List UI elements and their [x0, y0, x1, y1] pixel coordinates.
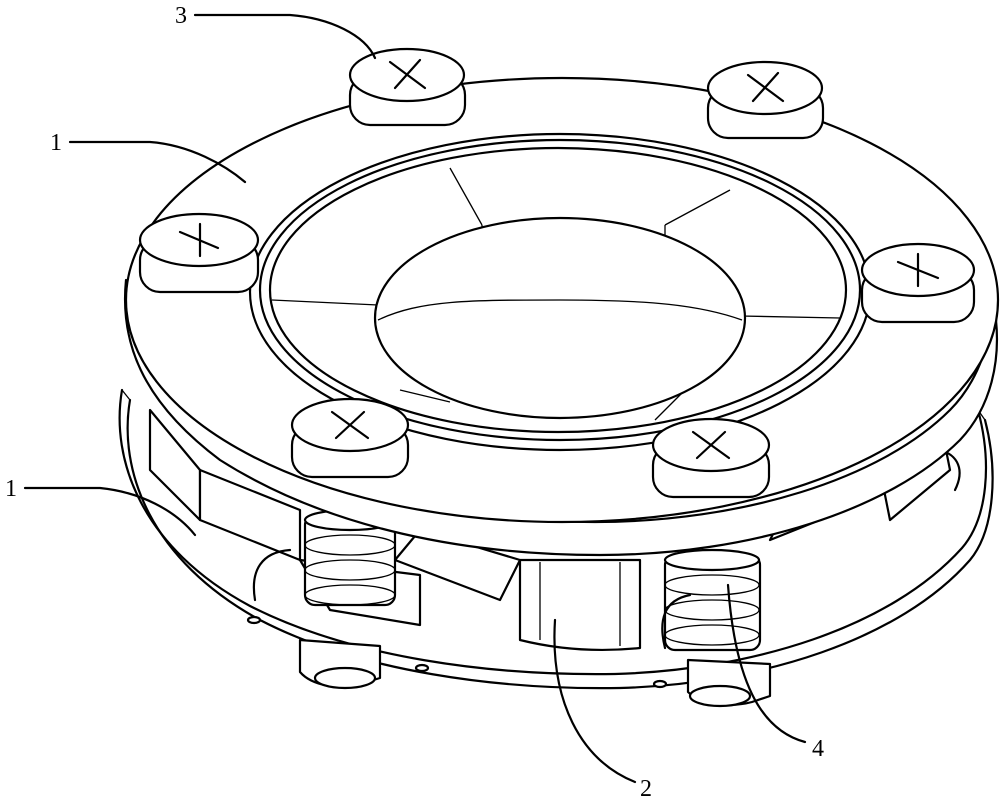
callout-1-lower-text: 1 — [5, 476, 17, 502]
small-studs — [246, 615, 668, 689]
screw-head-bottom-left — [290, 397, 410, 479]
screw-head-bottom-right — [651, 417, 771, 499]
callout-1-upper: 1 — [50, 130, 247, 184]
screw-head-right — [860, 242, 976, 324]
screw-head-top-right — [706, 60, 825, 140]
screw-head-left — [138, 212, 260, 294]
screw-head-top-left — [348, 47, 467, 127]
callout-3-text: 3 — [175, 3, 187, 29]
callout-1-lower: 1 — [5, 476, 197, 537]
callout-3: 3 — [175, 3, 377, 60]
callout-2: 2 — [553, 618, 652, 802]
callout-4: 4 — [726, 583, 824, 762]
bottom-nut-left — [298, 638, 382, 690]
callout-4-text: 4 — [812, 736, 824, 762]
central-housing — [518, 558, 642, 652]
callout-2-text: 2 — [640, 776, 652, 802]
spring-right — [663, 548, 762, 652]
callout-1-upper-text: 1 — [50, 130, 62, 156]
bottom-nut-right — [686, 658, 772, 708]
